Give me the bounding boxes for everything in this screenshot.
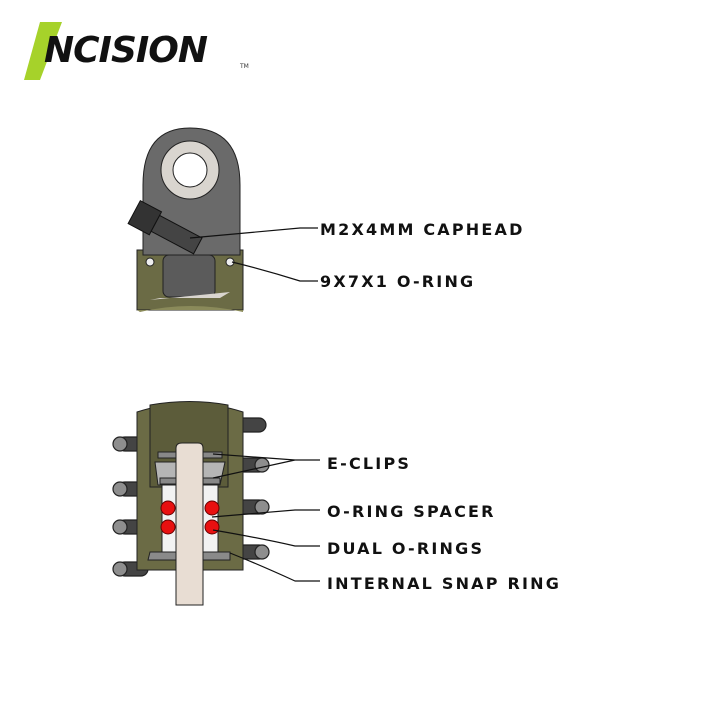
leader-caphead <box>189 227 318 239</box>
logo-trademark: TM <box>239 63 249 70</box>
label-e-clips: E-CLIPS <box>327 454 411 473</box>
insert-cylinder <box>162 254 216 298</box>
shock-cartridge-assembly: E-CLIPS O-RING SPACER DUAL O-RINGS INTER… <box>112 401 561 606</box>
leader-o-ring-spacer <box>211 509 320 518</box>
shock-shaft <box>175 442 204 606</box>
m2x4mm-caphead-screw <box>127 199 203 255</box>
leader-e-clips <box>212 453 320 479</box>
incision-logo: NCISION TM <box>24 22 249 80</box>
logo-accent-slash <box>24 22 62 80</box>
logo-text: NCISION <box>44 30 208 71</box>
leader-internal-snap-ring <box>229 552 320 582</box>
label-m2x4mm-caphead: M2X4MM CAPHEAD <box>320 220 525 239</box>
label-9x7x1-o-ring: 9X7X1 O-RING <box>320 272 475 291</box>
label-dual-o-rings: DUAL O-RINGS <box>327 539 484 558</box>
rod-end-hole <box>172 152 208 188</box>
label-internal-snap-ring: INTERNAL SNAP RING <box>327 574 561 593</box>
leader-dual-o-rings <box>212 529 320 547</box>
o-ring-9x7x1-left <box>145 257 155 267</box>
rod-end-assembly: M2X4MM CAPHEAD 9X7X1 O-RING <box>127 127 525 312</box>
label-o-ring-spacer: O-RING SPACER <box>327 502 496 521</box>
leader-o-ring <box>231 261 318 282</box>
